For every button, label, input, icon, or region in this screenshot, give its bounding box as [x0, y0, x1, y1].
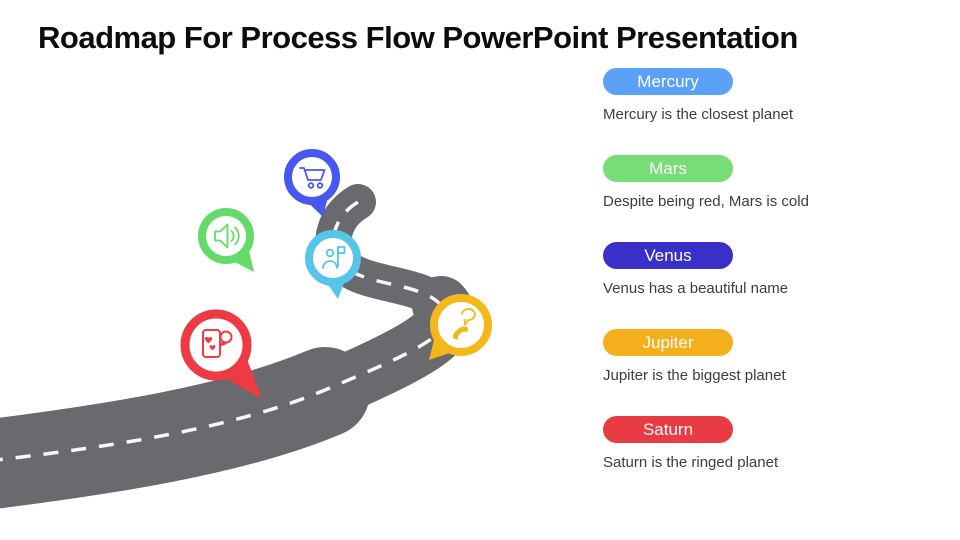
legend-badge-mars: Mars: [603, 155, 733, 182]
legend-item-venus: Venus Venus has a beautiful name: [603, 242, 943, 299]
map-pin-chat: [180, 309, 262, 399]
legend-badge-mercury: Mercury: [603, 68, 733, 95]
legend-badge-venus: Venus: [603, 242, 733, 269]
shopping-cart-icon: [299, 167, 326, 189]
legend-description-saturn: Saturn is the ringed planet: [603, 454, 779, 471]
pin-ring: [284, 149, 340, 205]
phone-call-icon: [452, 308, 476, 340]
legend-description-venus: Venus has a beautiful name: [603, 280, 789, 297]
legend-item-saturn: Saturn Saturn is the ringed planet: [603, 416, 943, 473]
pin-ring: [180, 309, 252, 381]
legend-badge-jupiter: Jupiter: [603, 329, 733, 356]
legend-description-mars: Despite being red, Mars is cold: [603, 193, 809, 210]
legend-item-jupiter: Jupiter Jupiter is the biggest planet: [603, 329, 943, 386]
legend-item-mars: Mars Despite being red, Mars is cold: [603, 155, 943, 212]
map-pin-cart: [284, 149, 340, 217]
legend-description-mercury: Mercury is the closest planet: [603, 106, 794, 123]
map-pin-phone: [429, 294, 492, 360]
legend-item-mercury: Mercury Mercury is the closest planet: [603, 68, 943, 125]
slide-title: Roadmap For Process Flow PowerPoint Pres…: [38, 20, 798, 55]
pin-ring: [305, 230, 361, 286]
legend-description-jupiter: Jupiter is the biggest planet: [603, 367, 786, 384]
legend-badge-saturn: Saturn: [603, 416, 733, 443]
pin-ring: [430, 294, 492, 356]
legend-list: Mercury Mercury is the closest planet Ma…: [603, 68, 943, 503]
map-pin-speaker: [198, 208, 254, 272]
pin-ring: [198, 208, 254, 264]
chat-messages-icon: [202, 329, 233, 358]
presenter-icon: [322, 246, 346, 269]
speaker-icon: [214, 223, 240, 249]
map-pin-presenter: [305, 230, 361, 299]
